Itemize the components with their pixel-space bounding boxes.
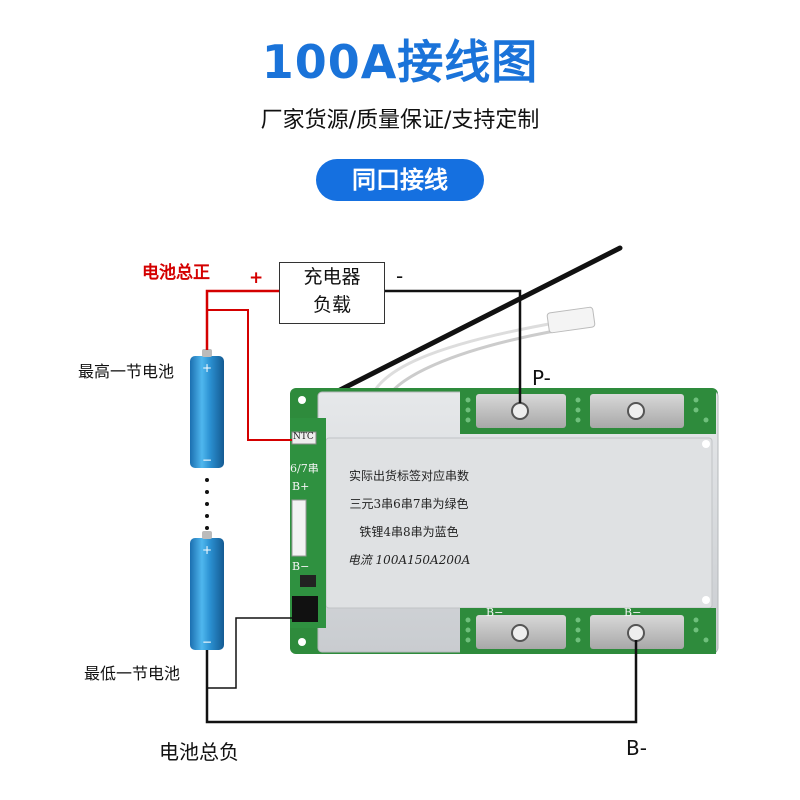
section-pill: 同口接线 [316,159,484,201]
battery-positive-wire [205,289,279,350]
ntc-connector [291,431,317,445]
pad-b-minus-1-label: B− [486,606,504,619]
battery-top-cell [190,356,224,468]
spec-plate: 实际出货标签对应串数 三元3串6串7串为绿色 铁锂4串8串为蓝色 电流 100A… [330,462,488,586]
board-series-label: 6/7串 [290,462,319,475]
svg-text:+: + [202,543,212,557]
probe-wire [337,245,623,393]
screw-p1 [511,402,529,420]
plate-line-3: 铁锂4串8串为蓝色 [359,525,459,539]
svg-text:−: − [202,453,212,467]
load-label: 负载 [312,294,351,316]
ntc-sense-wire [207,309,292,441]
charger-negative-wire [383,289,522,403]
minus-sign: - [396,264,404,288]
plate-line-1: 实际出货标签对应串数 [348,469,469,483]
svg-text:+: + [202,361,212,375]
board-ntc-label: NTC [293,432,314,442]
page-title: 100A接线图 [261,35,539,89]
screw-p2 [627,402,645,420]
pad-b-minus-2-label: B− [624,606,642,619]
battery-bottom-cell [190,538,224,650]
plate-line-2: 三元3串6串7串为绿色 [349,497,469,511]
screw-b1 [511,624,529,642]
battery-negative-wire [205,640,638,724]
plus-sign: + [249,268,264,288]
battery-total-positive-label: 电池总正 [142,263,210,283]
charger-load-box: 充电器 负载 [279,262,385,324]
b-minus-label: B- [626,736,647,760]
balance-connector [291,499,307,557]
ntc-sensor [546,306,596,334]
charger-label: 充电器 [303,266,361,288]
screw-b2 [627,624,645,642]
battery-total-negative-label: 电池总负 [159,740,239,764]
mosfet-chip [292,596,318,622]
page-subtitle: 厂家货源/质量保证/支持定制 [260,108,540,133]
plate-line-4: 电流 100A150A200A [347,553,471,567]
board-b-minus-label: B− [292,560,310,573]
b-minus-sense-wire [207,617,292,689]
bottom-cell-label: 最低一节电池 [84,664,181,683]
top-cell-label: 最高一节电池 [78,362,175,381]
svg-text:−: − [202,635,212,649]
board-b-plus-label: B+ [292,480,310,493]
p-minus-label: P- [532,366,551,390]
